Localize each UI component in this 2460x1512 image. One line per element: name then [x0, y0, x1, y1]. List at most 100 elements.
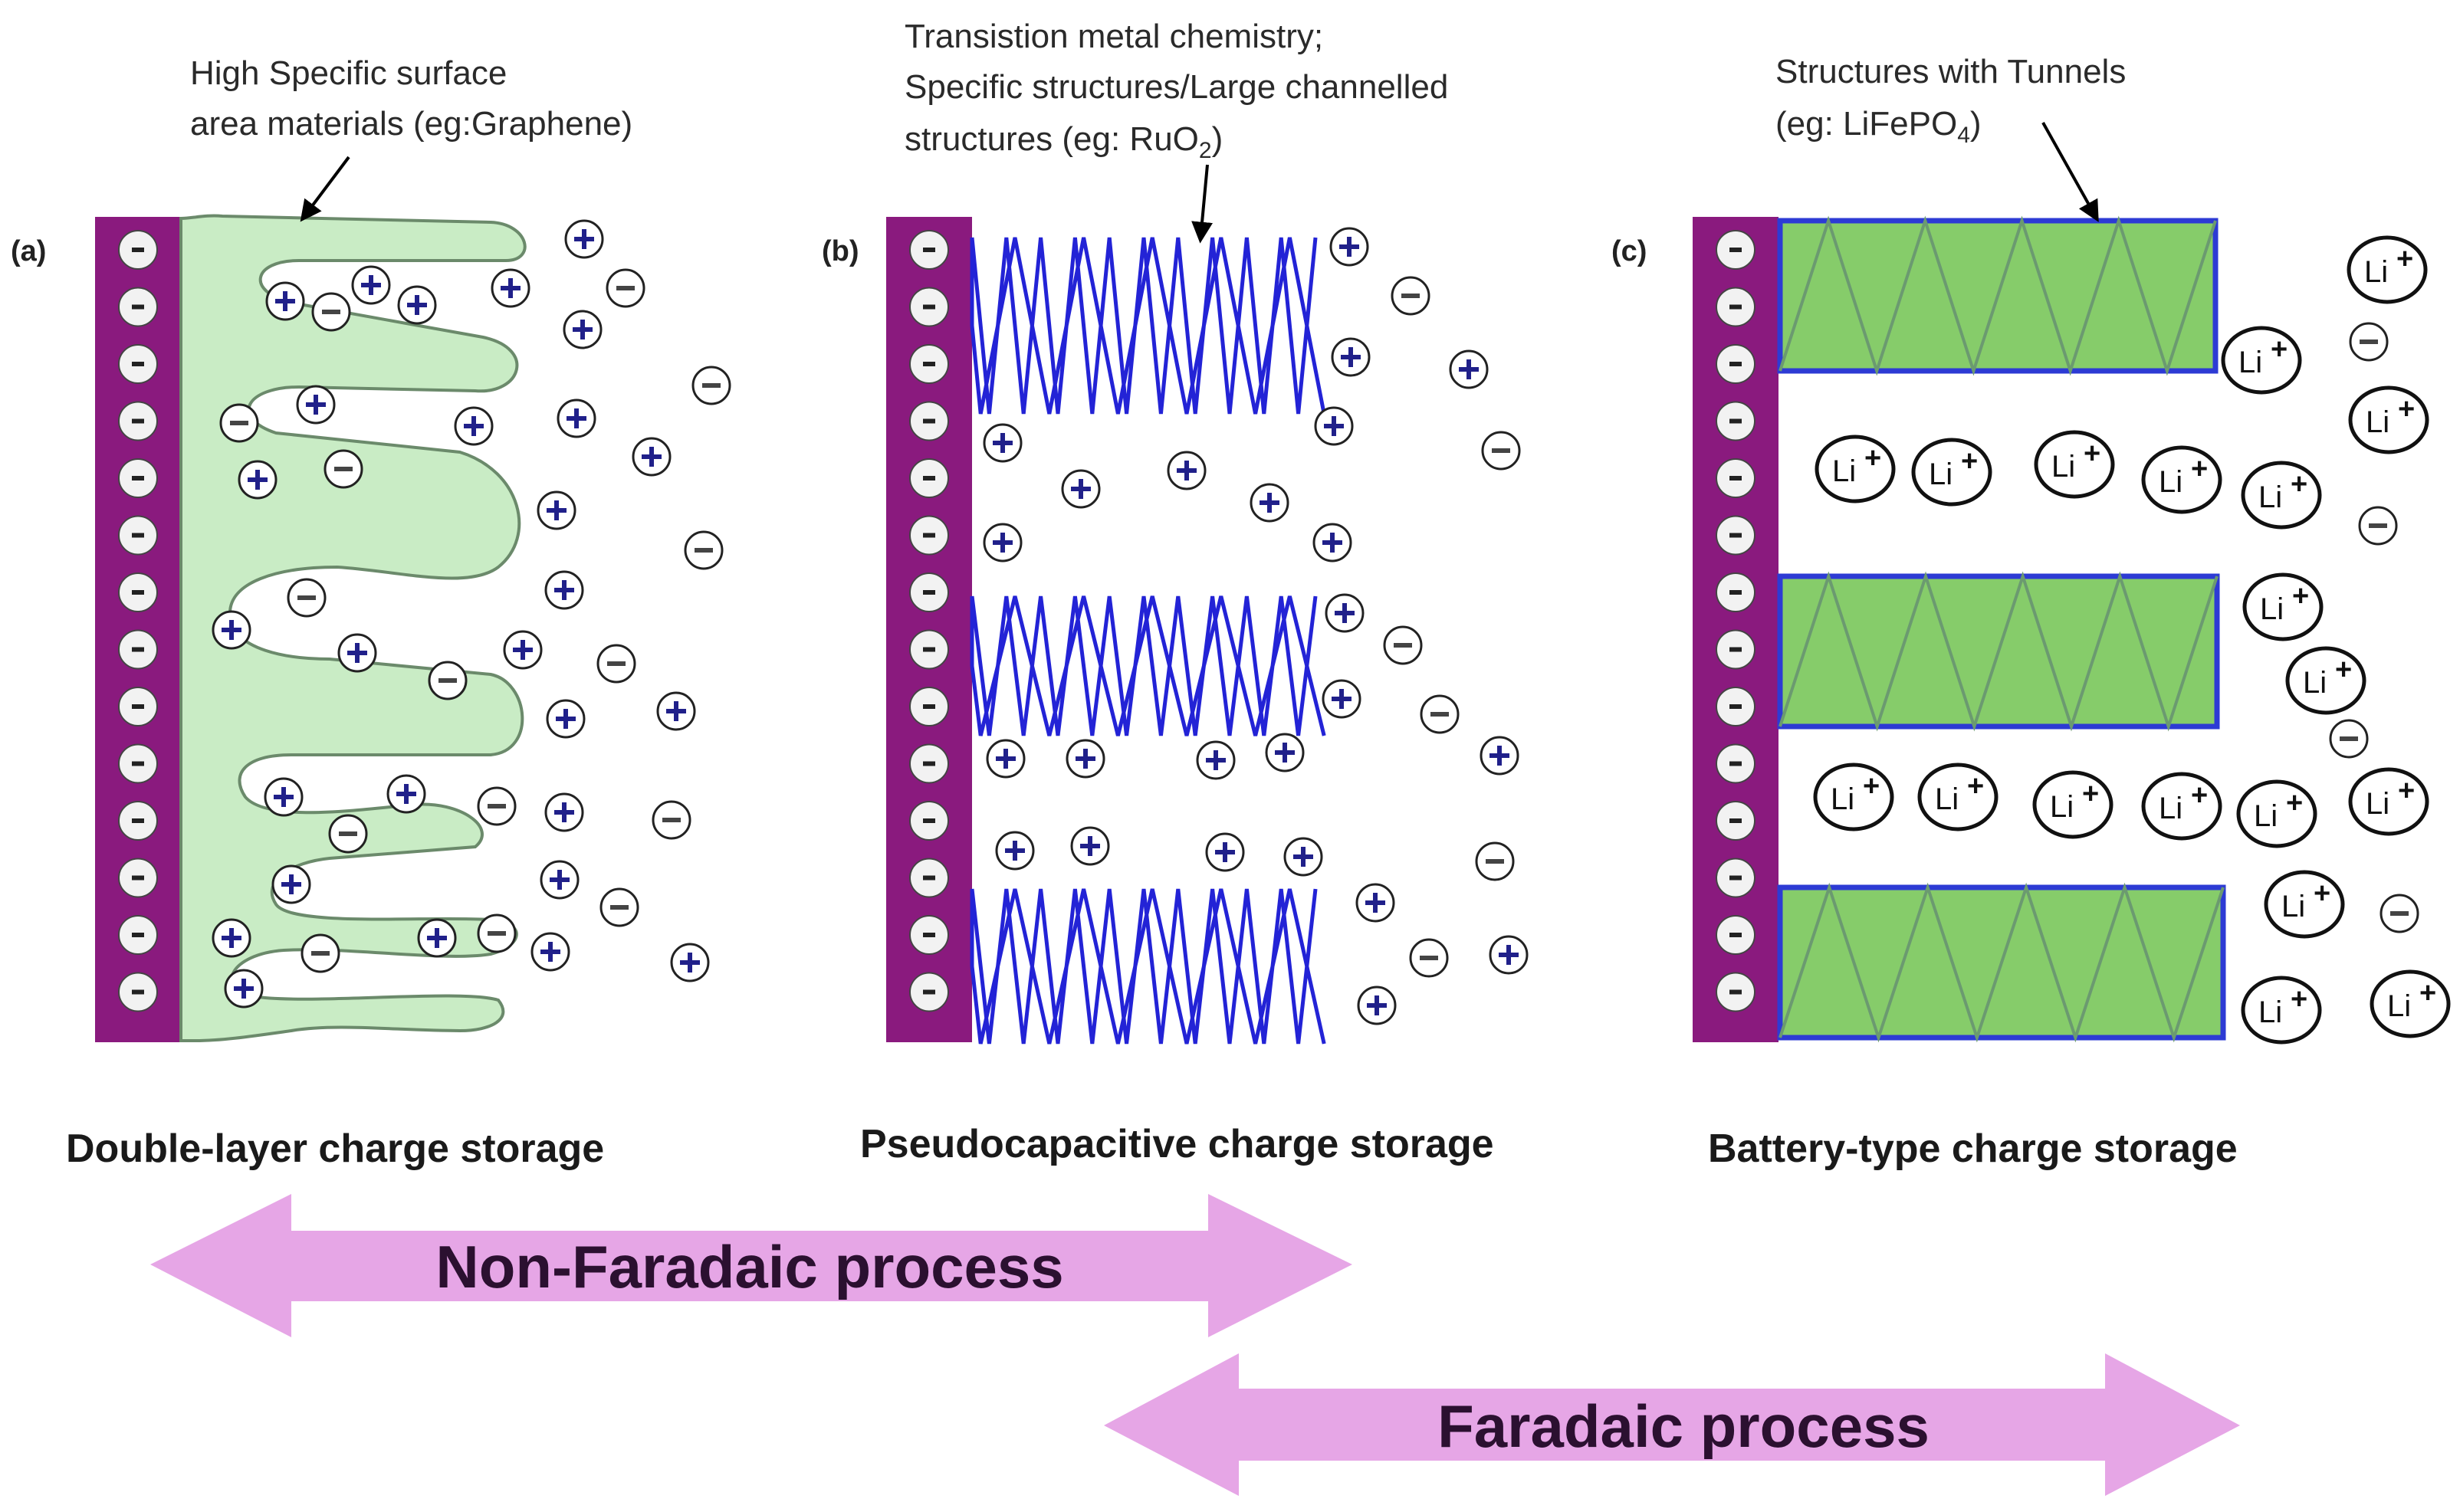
cation [454, 406, 494, 446]
pseudo-structure-2 [970, 595, 1326, 736]
svg-text:+: + [2396, 243, 2413, 275]
electrode-ions-b [909, 230, 949, 1012]
electrode-charge [118, 858, 158, 898]
cation [986, 739, 1026, 779]
li-ion: Li+ [2236, 779, 2317, 848]
electrode-charge [909, 687, 949, 726]
cation [386, 774, 426, 814]
electrode-charge [909, 801, 949, 841]
cation [264, 777, 304, 817]
svg-text:Li: Li [1831, 782, 1854, 816]
anion [477, 786, 517, 826]
li-ion: Li + [1813, 763, 1894, 831]
svg-text:+: + [2084, 438, 2100, 470]
electrode-charge [909, 515, 949, 556]
cation [1312, 523, 1352, 562]
annotation-a-line1: High Specific surface [190, 54, 507, 92]
caption-double-layer: Double-layer charge storage [66, 1127, 604, 1171]
svg-text:+: + [1967, 770, 1984, 802]
svg-text:Li: Li [2366, 405, 2389, 439]
cation [557, 398, 596, 438]
cation [1167, 451, 1207, 490]
electrode-charge [118, 572, 158, 612]
electrode-charge [118, 915, 158, 955]
annotation-arrow-b [1191, 164, 1214, 244]
electrode-charge [909, 344, 949, 384]
cation [670, 943, 710, 982]
svg-text:+: + [2398, 775, 2415, 807]
anion [2329, 719, 2369, 759]
cation [238, 460, 278, 500]
cation [1070, 826, 1110, 866]
svg-text:+: + [2191, 453, 2208, 485]
cation [1355, 883, 1395, 923]
anion [219, 403, 259, 443]
cation [1322, 679, 1361, 719]
electrode-charge [118, 344, 158, 384]
svg-text:+: + [2286, 787, 2303, 819]
svg-text:Li: Li [2281, 890, 2305, 923]
electrode-charge [118, 743, 158, 784]
cation [1066, 739, 1105, 779]
electrode-charge [909, 287, 949, 327]
svg-text:+: + [2292, 580, 2309, 612]
svg-text:Li: Li [2366, 787, 2389, 821]
electrode-charge [1716, 287, 1756, 327]
electrolyte-ions-a [212, 219, 731, 1009]
cation [1331, 337, 1371, 377]
cation [417, 918, 457, 958]
cation [351, 265, 391, 305]
cation [544, 792, 584, 832]
electrode-charge [118, 515, 158, 556]
electrode-charge [1716, 230, 1756, 270]
electrolyte-ions-c: Li+Li+Li+Li+Li+Li+Li+Li+Li+Li+Li+Li+Li+L… [1813, 235, 2451, 1045]
li-ion: Li + [2348, 767, 2429, 836]
svg-text:+: + [1863, 770, 1880, 802]
cation [544, 570, 584, 610]
pseudo-structure-1 [970, 237, 1326, 415]
anion [652, 800, 691, 840]
tunnel-structure-1 [1777, 215, 2219, 376]
annotation-a-line2: area materials (eg:Graphene) [190, 105, 632, 143]
svg-text:+: + [2291, 983, 2307, 1015]
cation [296, 385, 336, 425]
electrode-charge [1716, 344, 1756, 384]
li-ion: Li+ [1917, 763, 1999, 831]
svg-text:Li: Li [2303, 666, 2327, 700]
svg-text:Li: Li [2254, 799, 2278, 833]
electrode-charge [1716, 687, 1756, 726]
anion [324, 449, 363, 489]
svg-text:+: + [2291, 468, 2307, 500]
svg-text:+: + [1864, 442, 1881, 474]
panel-label-b: (b) [822, 235, 859, 267]
electrode-charge [909, 743, 949, 784]
cation [546, 699, 586, 739]
anion [2349, 322, 2389, 362]
svg-text:Li: Li [2050, 790, 2074, 824]
cation [491, 268, 530, 308]
svg-text:Li: Li [2051, 450, 2075, 484]
electrode-charge [118, 972, 158, 1012]
cation [995, 831, 1035, 871]
li-ion: Li+ [2241, 976, 2322, 1045]
electrolyte-ions-b [983, 227, 1529, 1025]
cation [540, 860, 580, 900]
svg-text:+: + [2419, 977, 2436, 1009]
caption-pseudocapacitive: Pseudocapacitive charge storage [860, 1122, 1494, 1166]
anion [477, 913, 517, 953]
electrode-ions-a [118, 230, 158, 1012]
anion [311, 292, 351, 332]
annotation-c-line1: Structures with Tunnels [1775, 53, 2126, 90]
cation [1480, 736, 1519, 776]
svg-text:+: + [2082, 778, 2099, 810]
li-ion: Li+ [2141, 445, 2222, 514]
annotation-b-line2: Specific structures/Large channelled [905, 68, 1448, 106]
li-ion: Li+ [2242, 572, 2324, 641]
cation [397, 285, 437, 325]
svg-text:+: + [2271, 333, 2288, 366]
electrode-charge [118, 287, 158, 327]
li-ion: Li+ [2032, 770, 2113, 839]
anion [328, 814, 368, 854]
anion [287, 578, 327, 618]
